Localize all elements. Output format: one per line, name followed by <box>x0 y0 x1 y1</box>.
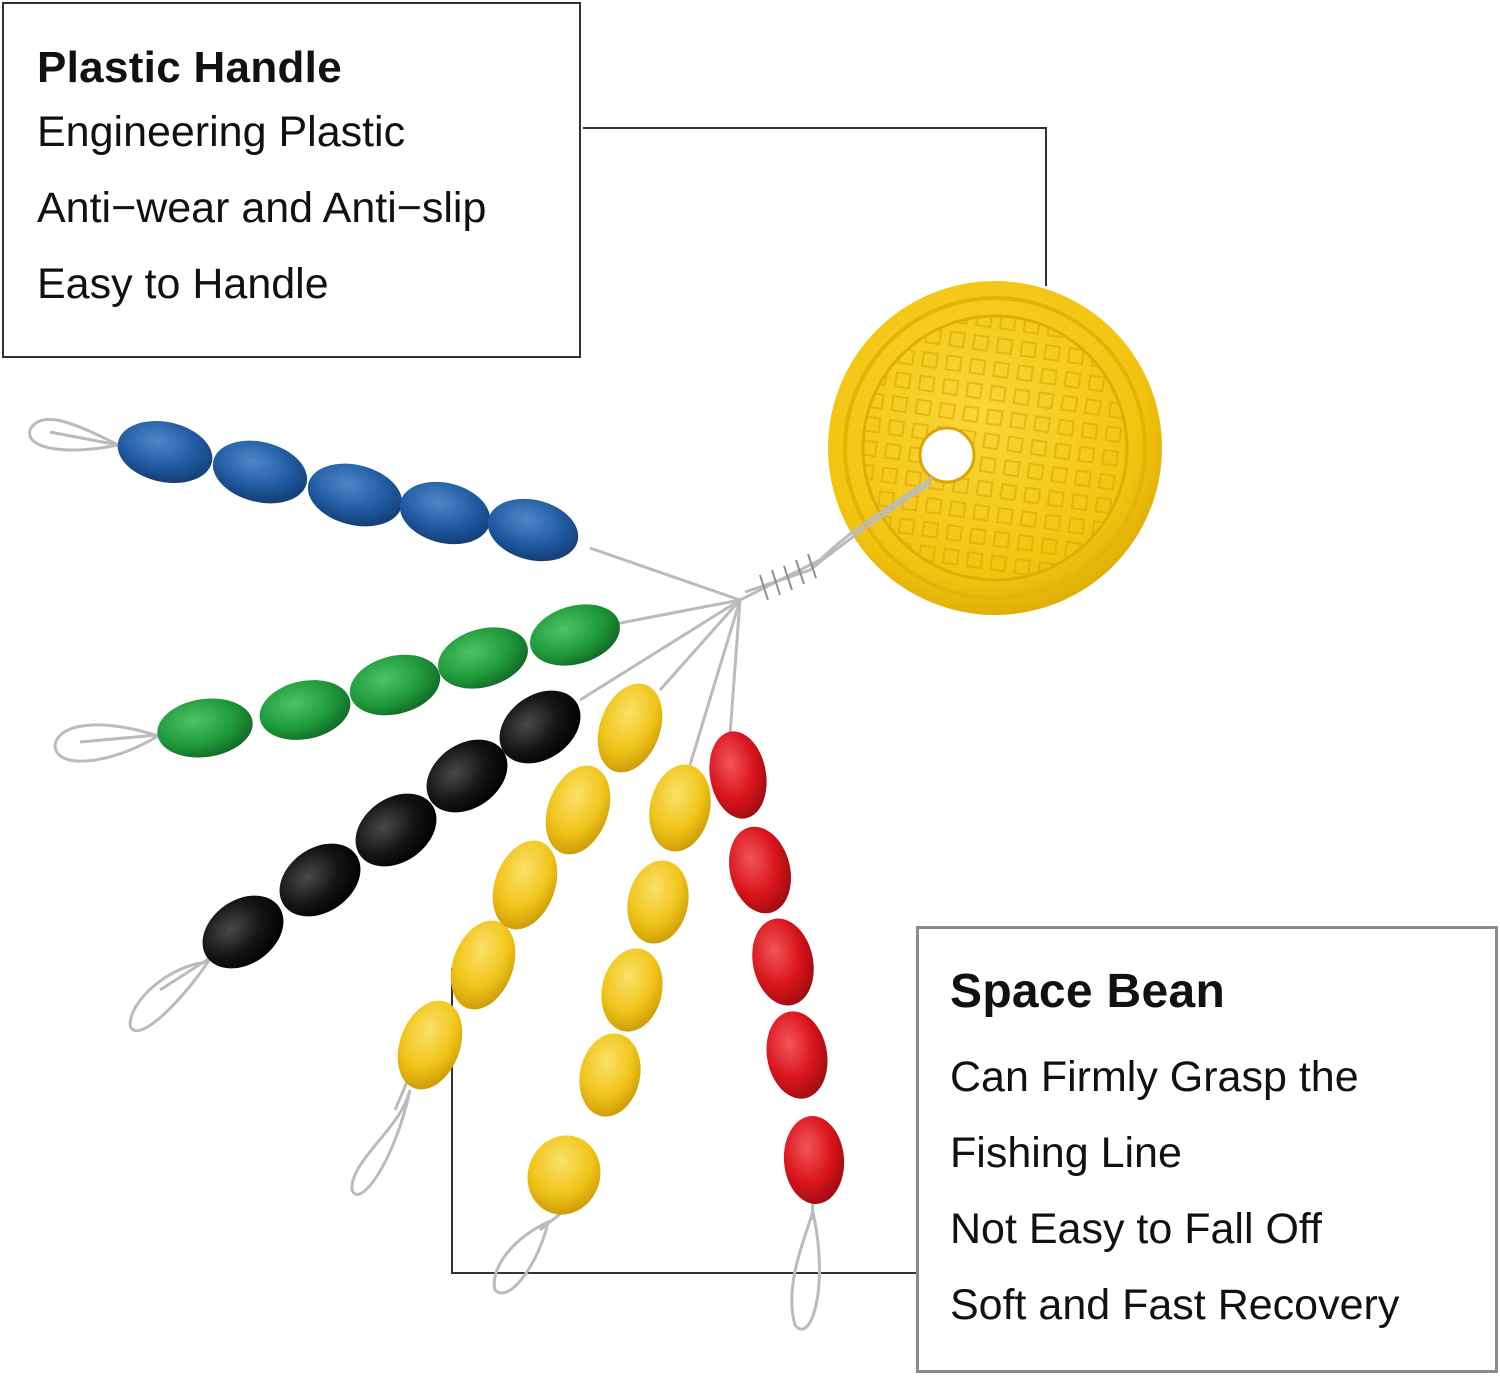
blue-bead <box>307 463 403 527</box>
blue-bead <box>117 421 213 483</box>
wire-bundle <box>28 417 933 1331</box>
yellow-bead-strand-left <box>397 683 663 1090</box>
plastic-handle-feature: Engineering Plastic <box>37 108 406 156</box>
red-bead <box>729 826 791 914</box>
handle-callout-connector <box>583 127 1047 286</box>
yellow-bead <box>492 840 558 930</box>
space-bean-feature: Fishing Line <box>950 1129 1182 1177</box>
red-bead <box>752 918 814 1006</box>
blue-bead <box>487 498 579 562</box>
yellow-bead-strand-right <box>527 764 711 1215</box>
yellow-bead <box>545 765 611 855</box>
green-bead <box>438 627 528 689</box>
red-bead <box>766 1011 828 1099</box>
yellow-bead <box>579 1033 641 1117</box>
blue-bead <box>399 481 491 545</box>
green-bead <box>530 604 620 666</box>
black-bead <box>202 895 284 969</box>
green-bead <box>259 680 351 740</box>
green-bead <box>349 654 441 716</box>
plastic-handle-disc <box>828 281 1162 615</box>
plastic-handle-callout: Plastic Handle Engineering Plastic Anti−… <box>2 2 581 358</box>
plastic-handle-title: Plastic Handle <box>37 43 342 92</box>
yellow-bead <box>601 948 663 1032</box>
space-bean-feature: Soft and Fast Recovery <box>950 1281 1400 1329</box>
space-bean-callout: Space Bean Can Firmly Grasp the Fishing … <box>916 926 1498 1373</box>
plastic-handle-feature: Easy to Handle <box>37 260 329 308</box>
blue-bead <box>212 440 308 504</box>
blue-bead-strand <box>117 421 579 562</box>
green-bead-strand <box>157 604 620 758</box>
yellow-bead <box>397 1000 463 1090</box>
space-bean-title: Space Bean <box>950 965 1226 1018</box>
bean-callout-connector <box>451 968 916 1274</box>
green-bead <box>157 698 253 758</box>
yellow-bead <box>597 683 663 773</box>
black-bead <box>355 793 437 867</box>
red-bead <box>709 731 767 819</box>
red-bead-strand <box>709 731 845 1204</box>
red-bead <box>783 1116 845 1204</box>
yellow-bead <box>627 860 689 944</box>
space-bean-feature: Not Easy to Fall Off <box>950 1205 1323 1253</box>
space-bean-feature: Can Firmly Grasp the <box>950 1053 1359 1101</box>
wire-twist <box>759 553 817 601</box>
yellow-bead <box>527 1135 601 1215</box>
black-bead <box>279 843 361 917</box>
yellow-bead <box>450 920 516 1010</box>
black-bead <box>426 739 508 813</box>
yellow-bead <box>649 764 711 852</box>
black-bead <box>499 690 581 764</box>
black-bead-strand <box>202 690 581 969</box>
plastic-handle-feature: Anti−wear and Anti−slip <box>37 184 487 232</box>
